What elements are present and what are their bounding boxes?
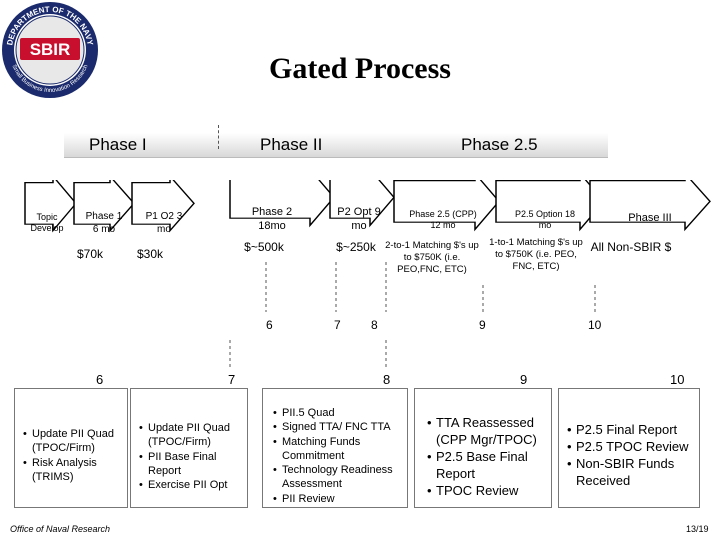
phase-label-1: Phase I — [89, 135, 147, 154]
gate-9-item: P2.5 Base Final Report — [427, 449, 549, 483]
arrow-phase3-label: Phase III — [628, 212, 672, 224]
money-match-2to1: 2-to-1 Matching $'s up to $750K (i.e. PE… — [385, 240, 479, 275]
gate-7-small: 7 — [334, 318, 341, 332]
navy-sbir-logo: DEPARTMENT OF THE NAVY Small Business In… — [0, 0, 100, 100]
gate-8-item: Matching Funds Commitment — [273, 435, 405, 464]
gate-10-item: P2.5 Final Report — [567, 422, 697, 439]
gate-8-item: Signed TTA/ FNC TTA — [273, 420, 405, 435]
gate-lines — [229, 262, 596, 368]
arrow-phase2 — [229, 180, 335, 228]
gate-9-small: 9 — [479, 318, 486, 332]
logo-center-text: SBIR — [30, 40, 71, 59]
gate-9-item: TTA Reassessed (CPP Mgr/TPOC) — [427, 415, 549, 449]
gate-7-box: Update PII Quad (TPOC/Firm) PII Base Fin… — [130, 388, 248, 508]
gate-9-item: TPOC Review — [427, 483, 549, 500]
page-number: 13/19 — [686, 524, 709, 534]
arrow-phase2-label: Phase 2 18mo — [251, 206, 293, 232]
gate-8-item: PII Review — [273, 492, 405, 507]
gate-8-box: PII.5 Quad Signed TTA/ FNC TTA Matching … — [262, 388, 408, 508]
money-250k: $~250k — [336, 240, 376, 254]
phase-label-2: Phase II — [260, 135, 323, 154]
arrow-phase25 — [393, 180, 500, 232]
arrow-p1o2-label: P1 O2 3 mo — [145, 211, 183, 235]
gate-10-small: 10 — [588, 318, 602, 332]
gate-7-large: 7 — [228, 372, 236, 387]
money-match-1to1: 1-to-1 Matching $'s up to $750K (i.e. PE… — [489, 237, 583, 272]
gate-10-item: P2.5 TPOC Review — [567, 439, 697, 456]
gate-6-item: Risk Analysis (TRIMS) — [23, 456, 127, 485]
money-non-sbir: All Non-SBIR $ — [590, 240, 672, 254]
gate-10-large: 10 — [670, 372, 685, 387]
arrow-phase25-label: Phase 2.5 (CPP) 12 mo — [409, 209, 477, 231]
arrow-p2opt-label: P2 Opt 9 mo — [337, 206, 381, 232]
process-arrows — [24, 180, 711, 233]
arrow-phase1-label: Phase 1 6 mo — [85, 211, 123, 235]
money-30k: $30k — [136, 247, 164, 261]
arrow-phase1 — [73, 180, 135, 233]
gate-10-item: Non-SBIR Funds Received — [567, 456, 697, 490]
arrow-p1o2 — [131, 180, 195, 233]
money-70k: $70k — [76, 247, 104, 261]
phase-label-25: Phase 2.5 — [461, 135, 538, 154]
gate-8-item: PII.5 Quad — [273, 406, 405, 421]
page-title: Gated Process — [269, 52, 451, 85]
footer-left: Office of Naval Research — [10, 524, 111, 534]
gate-8-item: Technology Readiness Assessment — [273, 463, 405, 492]
gate-10-box: P2.5 Final Report P2.5 TPOC Review Non-S… — [558, 388, 700, 508]
phase-divider — [218, 125, 219, 149]
gate-9-large: 9 — [520, 372, 528, 387]
arrow-p25opt-label: P2.5 Option 18 mo — [514, 209, 576, 231]
gate-6-item: Update PII Quad (TPOC/Firm) — [23, 427, 127, 456]
gate-6-box: Update PII Quad (TPOC/Firm) Risk Analysi… — [14, 388, 128, 508]
gate-9-box: TTA Reassessed (CPP Mgr/TPOC) P2.5 Base … — [414, 388, 552, 508]
phase-bar — [64, 133, 608, 158]
gate-7-item: Exercise PII Opt — [139, 478, 245, 493]
gate-6-large: 6 — [96, 372, 104, 387]
money-500k: $~500k — [244, 240, 284, 254]
arrow-topic-label: Topic Develop — [30, 212, 64, 234]
arrow-phase3 — [589, 180, 711, 232]
gate-8-large: 8 — [383, 372, 391, 387]
arrow-topic — [24, 180, 77, 233]
arrow-p2opt — [329, 180, 395, 228]
gate-7-item: PII Base Final Report — [139, 450, 245, 479]
gate-7-item: Update PII Quad (TPOC/Firm) — [139, 421, 245, 450]
gate-6-small: 6 — [266, 318, 273, 332]
gate-8-small: 8 — [371, 318, 378, 332]
